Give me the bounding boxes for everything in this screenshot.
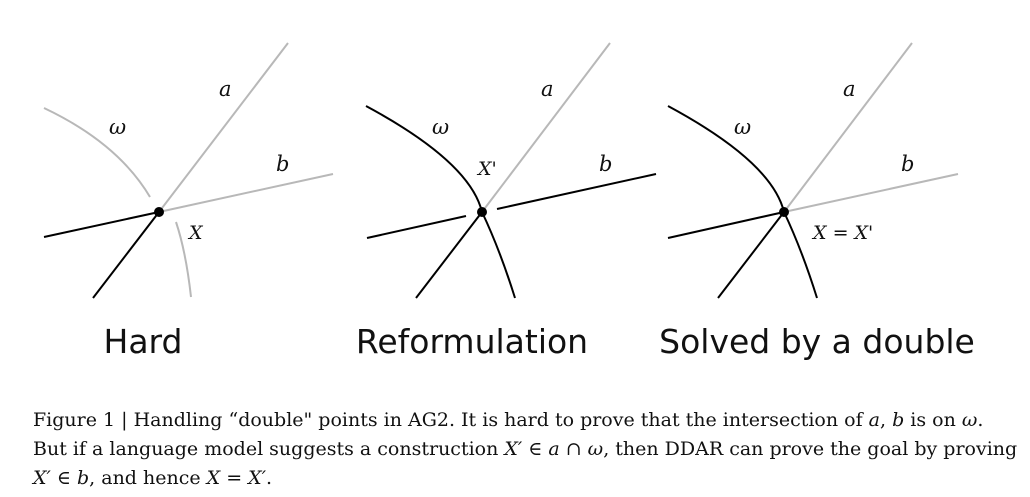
line-a: [481, 42, 611, 213]
caption-text: .: [977, 409, 984, 431]
point-x: [154, 207, 164, 217]
b-label: b: [901, 152, 914, 176]
omega-arc-lower: [175, 221, 192, 298]
double-points-diagram: ω a b X ω a b X' ω a b X = X': [43, 42, 959, 299]
point-x: [477, 207, 487, 217]
a-label: a: [541, 77, 554, 101]
line-down: [92, 211, 160, 299]
point-label: X = X': [811, 222, 873, 244]
a-label: a: [219, 77, 232, 101]
caption-line-2: But if a language model suggests a const…: [33, 435, 1023, 464]
line-b: [158, 173, 334, 213]
caption-math: X = X′: [206, 467, 267, 489]
line-a: [783, 42, 913, 213]
line-left: [43, 211, 160, 238]
point-label: X: [187, 222, 204, 244]
point-x: [779, 207, 789, 217]
caption-text: is on: [904, 409, 962, 431]
line-b-right: [496, 173, 657, 210]
panel-reformulation: ω a b X': [365, 42, 657, 299]
omega-label: ω: [109, 115, 126, 139]
caption-text: , then DDAR can prove the goal by provin…: [603, 438, 1018, 460]
panel-title-reformulation: Reformulation: [355, 322, 589, 361]
line-a: [158, 42, 289, 213]
point-label: X': [476, 158, 497, 180]
caption-math: X′ ∈ b: [33, 467, 90, 489]
panel-title-hard: Hard: [103, 322, 183, 361]
caption-text: Figure 1 | Handling “double" points in A…: [33, 409, 869, 431]
line-down: [415, 211, 483, 299]
line-left: [667, 211, 785, 239]
omega-label: ω: [432, 115, 449, 139]
b-label: b: [599, 152, 612, 176]
caption-line-3: X′ ∈ b, and hence X = X′.: [33, 464, 1023, 493]
caption-text: , and hence: [89, 467, 207, 489]
caption-text: But if a language model suggests a const…: [33, 438, 505, 460]
caption-math: a: [868, 409, 880, 431]
line-left: [366, 215, 467, 239]
a-label: a: [843, 77, 856, 101]
panel-hard: ω a b X: [43, 42, 334, 299]
caption-math: X′ ∈ a ∩ ω: [504, 438, 604, 460]
line-b: [783, 173, 959, 213]
caption-text: .: [266, 467, 273, 489]
b-label: b: [276, 152, 289, 176]
panel-solved: ω a b X = X': [667, 42, 959, 299]
caption-math: ω: [961, 409, 978, 431]
figure-caption: Figure 1 | Handling “double" points in A…: [33, 406, 1023, 493]
caption-text: ,: [879, 409, 893, 431]
caption-line-1: Figure 1 | Handling “double" points in A…: [33, 406, 1023, 435]
line-down: [717, 211, 785, 299]
omega-arc-upper: [43, 107, 151, 198]
panel-title-solved: Solved by a double: [659, 322, 975, 361]
caption-math: b: [892, 409, 905, 431]
omega-label: ω: [734, 115, 751, 139]
